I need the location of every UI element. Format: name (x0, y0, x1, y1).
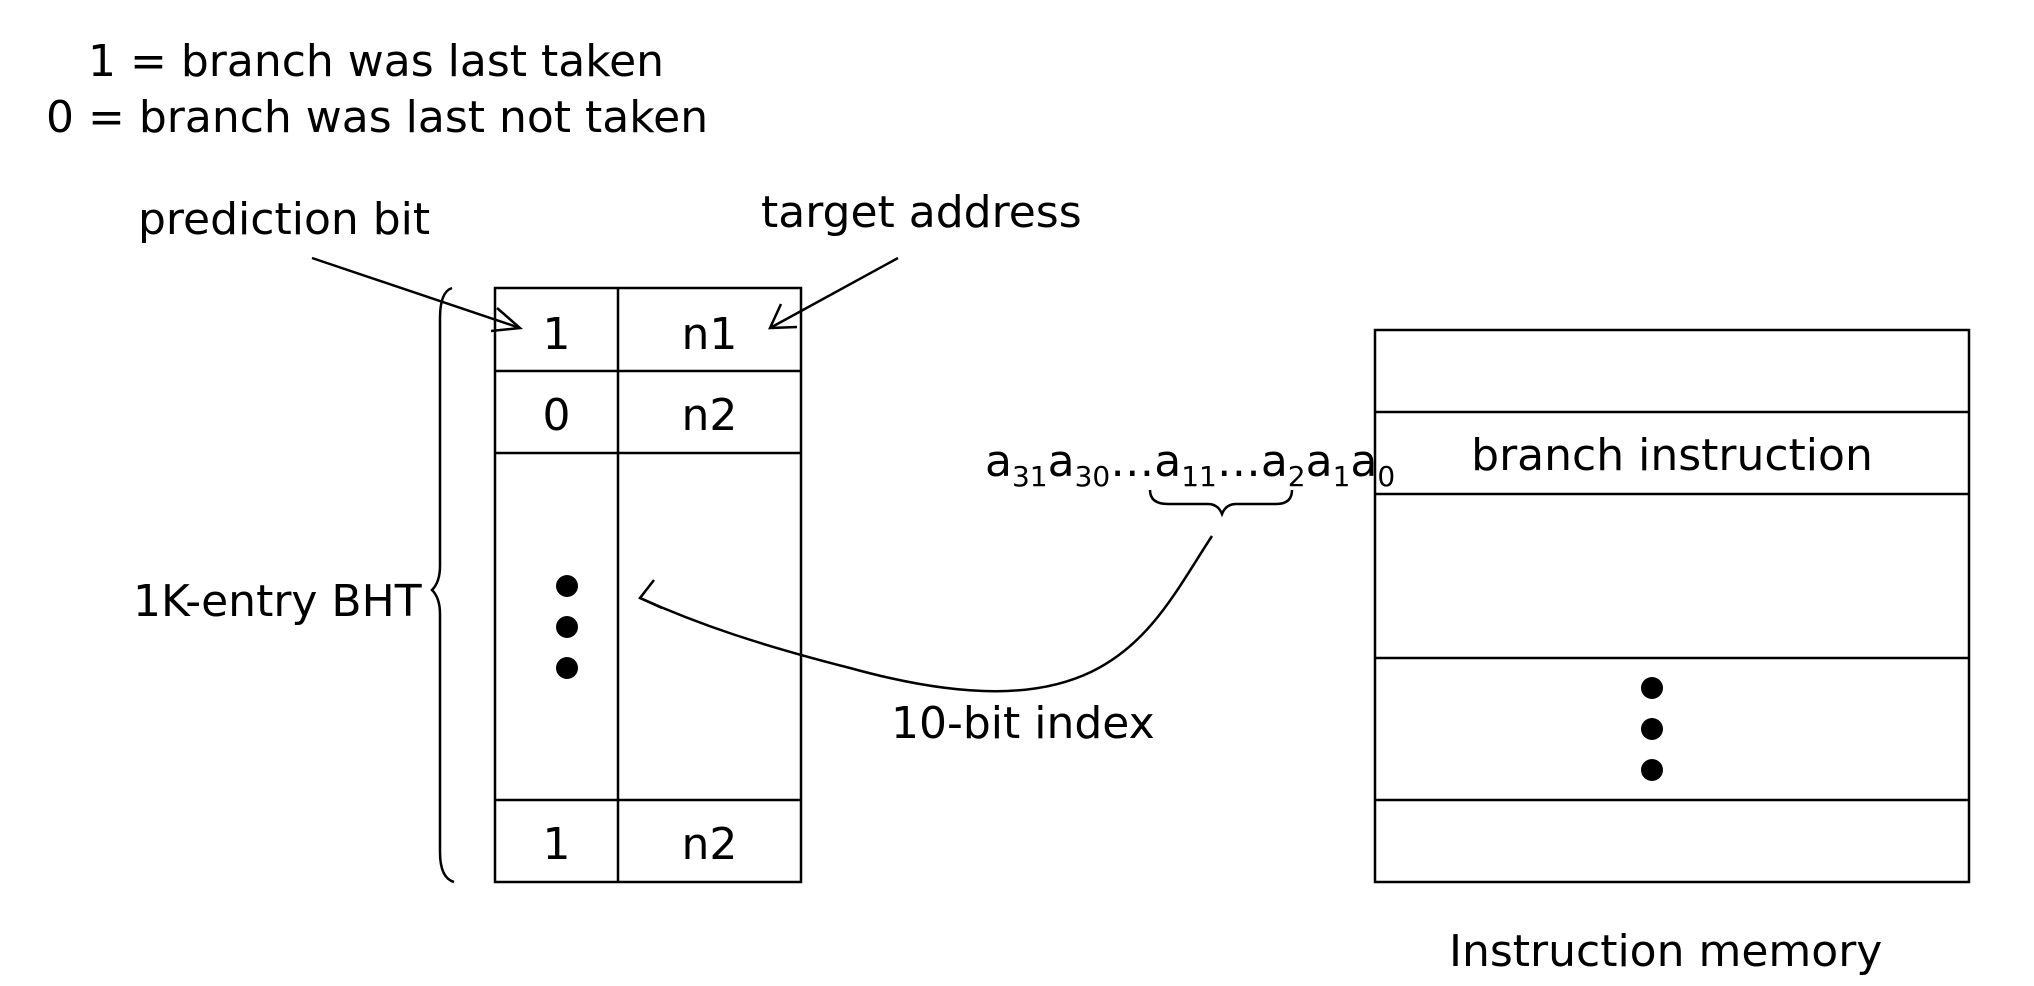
prediction-bit-label: prediction bit (138, 194, 431, 245)
bht-row-2-bit: 0 (542, 390, 571, 441)
bht-row-2-target: n2 (681, 390, 738, 441)
index-arrowhead (638, 579, 663, 610)
index-arrow (639, 535, 1214, 693)
bht-row-1-bit: 1 (542, 309, 571, 360)
bht-ellipsis-dot (556, 616, 578, 638)
memory-ellipsis-dot (1641, 677, 1663, 699)
prediction-bit-arrowhead (490, 307, 523, 333)
bht-ellipsis-dot (556, 575, 578, 597)
memory-ellipsis-dot (1641, 718, 1663, 740)
bht-table (493, 286, 803, 884)
bht-brace (430, 286, 455, 884)
branch-instruction-entry: branch instruction (1471, 430, 1873, 481)
bht-last-row-target: n2 (681, 819, 738, 870)
address-bits: a31a30…a11…a2a1a0 (985, 436, 1396, 493)
memory-ellipsis-dot (1641, 759, 1663, 781)
bht-row-1-target: n1 (681, 309, 738, 360)
legend-taken: 1 = branch was last taken (88, 36, 665, 87)
prediction-bit-arrow (311, 256, 521, 330)
bht-label: 1K-entry BHT (133, 576, 422, 627)
target-address-label: target address (761, 187, 1082, 238)
legend-not-taken: 0 = branch was last not taken (46, 92, 709, 143)
target-address-arrowhead (768, 303, 798, 330)
bht-last-row-bit: 1 (542, 819, 571, 870)
bht-ellipsis-dot (556, 657, 578, 679)
index-bits-brace (1148, 489, 1294, 518)
index-label: 10-bit index (891, 698, 1155, 749)
target-address-arrow (769, 256, 899, 330)
instruction-memory (1373, 328, 1971, 884)
instruction-memory-label: Instruction memory (1449, 926, 1883, 977)
